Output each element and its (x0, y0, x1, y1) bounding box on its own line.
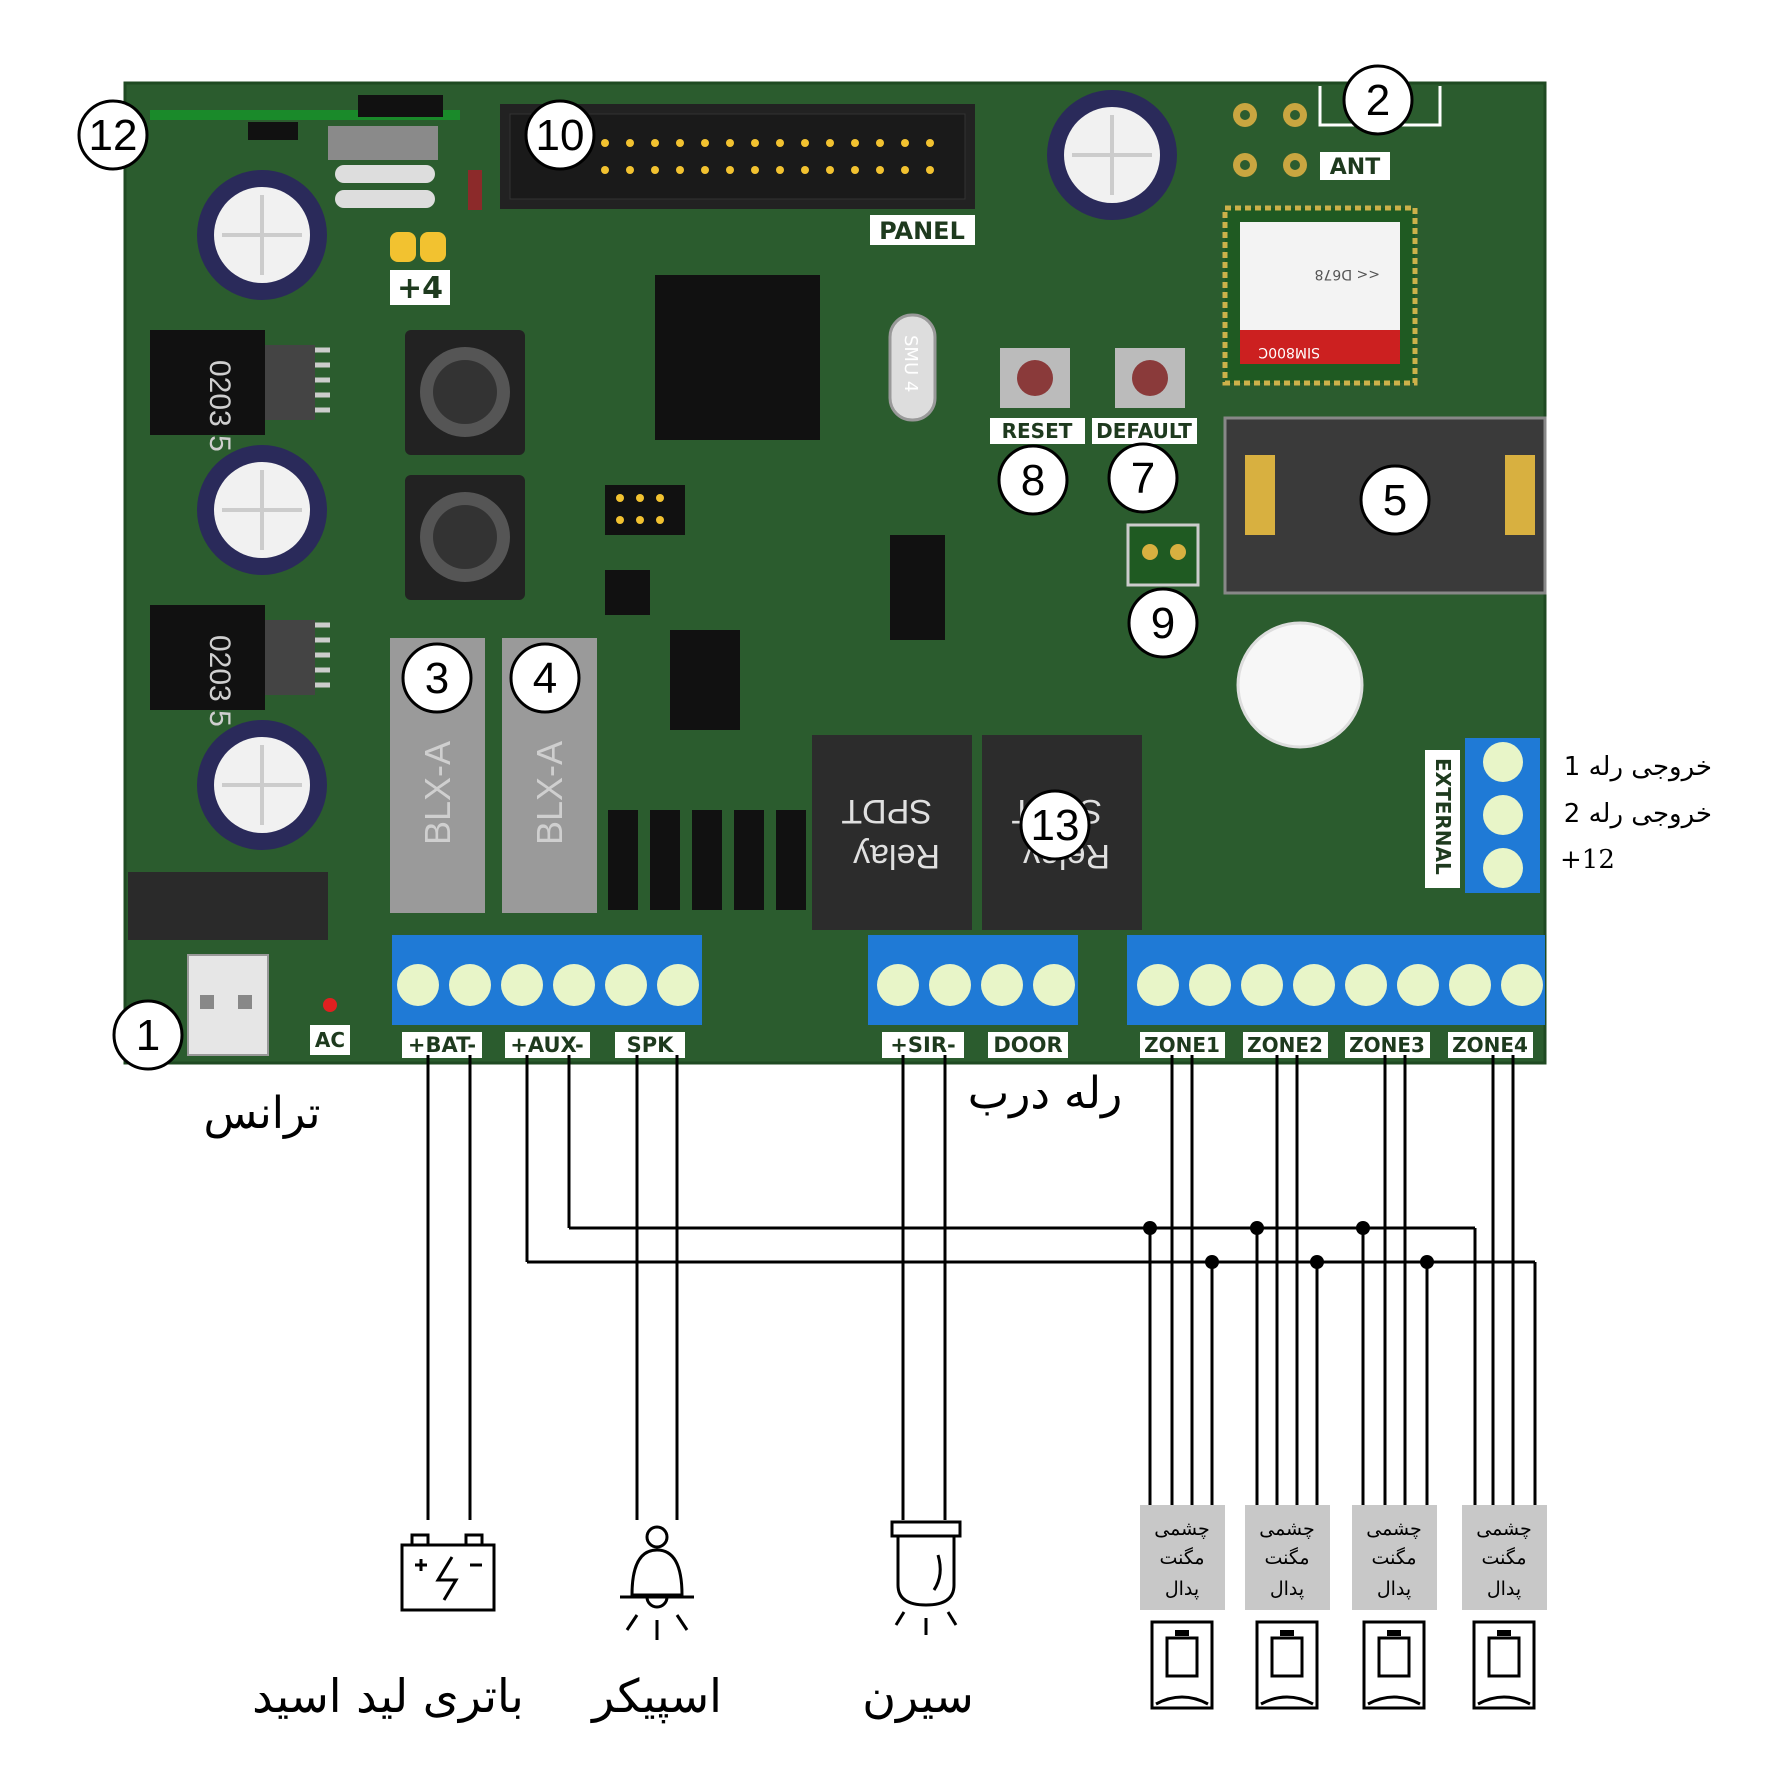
siren-icon (890, 1520, 962, 1635)
sensor-1: چشمی مگنت پدال (1140, 1505, 1225, 1710)
callout-13: 13 (1019, 789, 1091, 861)
callout-10: 10 (524, 99, 596, 171)
buzzer (1236, 621, 1364, 749)
svg-text:5: 5 (1383, 476, 1407, 525)
external-silk-label: EXTERNAL (1431, 758, 1455, 875)
trans-label: ترانس (203, 1088, 320, 1139)
svg-text:مگنت: مگنت (1371, 1546, 1416, 1569)
relay-output-2-label: خروجی رله 2 (1564, 799, 1712, 829)
speaker-label: اسپیکر (590, 1669, 722, 1724)
svg-text:پدال: پدال (1270, 1578, 1304, 1600)
default-button[interactable] (1115, 348, 1185, 408)
zone1-terminal-label: ZONE1 (1144, 1033, 1220, 1057)
svg-text:3: 3 (425, 654, 449, 703)
svg-text:مگنت: مگنت (1481, 1546, 1526, 1569)
callout-8: 8 (997, 444, 1069, 516)
ac-silk-label: AC (315, 1028, 345, 1052)
sensor-4: چشمی مگنت پدال (1462, 1505, 1547, 1710)
svg-text:8: 8 (1021, 456, 1045, 505)
battery-label: باتری لید اسید (252, 1669, 524, 1724)
relay-1: SPDT Relay (812, 735, 972, 930)
svg-text:چشمی: چشمی (1366, 1518, 1422, 1540)
sensor-2: چشمی مگنت پدال (1245, 1505, 1330, 1710)
capacitor-4 (1047, 90, 1177, 220)
zone2-terminal-label: ZONE2 (1247, 1033, 1323, 1057)
callout-5: 5 (1359, 464, 1431, 536)
callout-4: 4 (509, 642, 581, 714)
zone4-terminal-label: ZONE4 (1452, 1033, 1528, 1057)
sir-terminal-label: +SIR- (890, 1033, 955, 1057)
speaker-icon (620, 1525, 694, 1640)
panel-silk-label: PANEL (879, 217, 965, 245)
sensor-3: چشمی مگنت پدال (1352, 1505, 1437, 1710)
external-terminal (1465, 738, 1540, 893)
plus12-label: +12 (1560, 845, 1615, 875)
sim800c-module: << D678 SIM800C (1222, 205, 1418, 386)
reset-button[interactable] (1000, 348, 1070, 408)
capacitor-3 (197, 720, 327, 850)
svg-text:چشمی: چشمی (1259, 1518, 1315, 1540)
regulator-1: 0203 5 (150, 330, 330, 452)
svg-text:0203 5: 0203 5 (203, 360, 236, 452)
door-relay-label: رله درب (968, 1068, 1123, 1119)
svg-text:<< D678: << D678 (1315, 266, 1380, 282)
svg-text:مگنت: مگنت (1264, 1546, 1309, 1569)
svg-text:4: 4 (533, 654, 557, 703)
callout-12: 12 (77, 99, 149, 171)
aux-terminal-label: +AUX- (510, 1033, 583, 1057)
crystal: SMU 4 (888, 313, 937, 422)
terminal-block-sir-door (868, 935, 1078, 1025)
door-terminal-label: DOOR (993, 1033, 1062, 1057)
svg-text:13: 13 (1031, 801, 1080, 850)
inductor-1 (405, 330, 525, 455)
callout-1: 1 (112, 999, 184, 1071)
ac-connector (187, 954, 269, 1056)
svg-text:7: 7 (1131, 454, 1155, 503)
svg-text:مگنت: مگنت (1159, 1546, 1204, 1569)
svg-text:9: 9 (1151, 599, 1175, 648)
callout-3: 3 (401, 642, 473, 714)
capacitor-2 (197, 445, 327, 575)
svg-text:پدال: پدال (1165, 1578, 1199, 1600)
battery-icon (400, 1533, 496, 1612)
svg-text:10: 10 (536, 111, 585, 160)
inductor-2 (405, 475, 525, 600)
svg-text:Relay: Relay (853, 837, 940, 875)
capacitor-1 (197, 170, 327, 300)
plus4-silk-label: +4 (397, 271, 443, 306)
callout-9: 9 (1127, 587, 1199, 659)
svg-text:پدال: پدال (1377, 1578, 1411, 1600)
wires (426, 1055, 1537, 1520)
svg-text:چشمی: چشمی (1154, 1518, 1210, 1540)
reset-silk-label: RESET (1002, 419, 1073, 443)
svg-text:12: 12 (89, 111, 138, 160)
default-silk-label: DEFAULT (1096, 419, 1192, 443)
svg-text:0203 5: 0203 5 (203, 635, 236, 727)
terminal-block-power (392, 935, 702, 1025)
svg-text:چشمی: چشمی (1476, 1518, 1532, 1540)
svg-text:BLX-A: BLX-A (417, 741, 458, 845)
callout-7: 7 (1107, 442, 1179, 514)
svg-text:SMU 4: SMU 4 (900, 335, 921, 392)
spk-terminal-label: SPK (627, 1033, 675, 1057)
terminal-block-zones (1127, 935, 1545, 1025)
relay-output-1-label: خروجی رله 1 (1564, 752, 1712, 782)
svg-text:BLX-A: BLX-A (529, 741, 570, 845)
callout-2: 2 (1342, 64, 1414, 136)
svg-text:پدال: پدال (1487, 1578, 1521, 1600)
regulator-2: 0203 5 (150, 605, 330, 727)
bat-terminal-label: +BAT- (408, 1033, 476, 1057)
ant-silk-label: ANT (1330, 155, 1380, 180)
svg-text:1: 1 (136, 1011, 160, 1060)
siren-label: سیرن (862, 1669, 974, 1724)
svg-text:2: 2 (1366, 76, 1390, 125)
zone3-terminal-label: ZONE3 (1349, 1033, 1425, 1057)
svg-text:SPDT: SPDT (841, 792, 932, 830)
mcu-chip (655, 275, 820, 440)
svg-text:SIM800C: SIM800C (1258, 344, 1320, 360)
